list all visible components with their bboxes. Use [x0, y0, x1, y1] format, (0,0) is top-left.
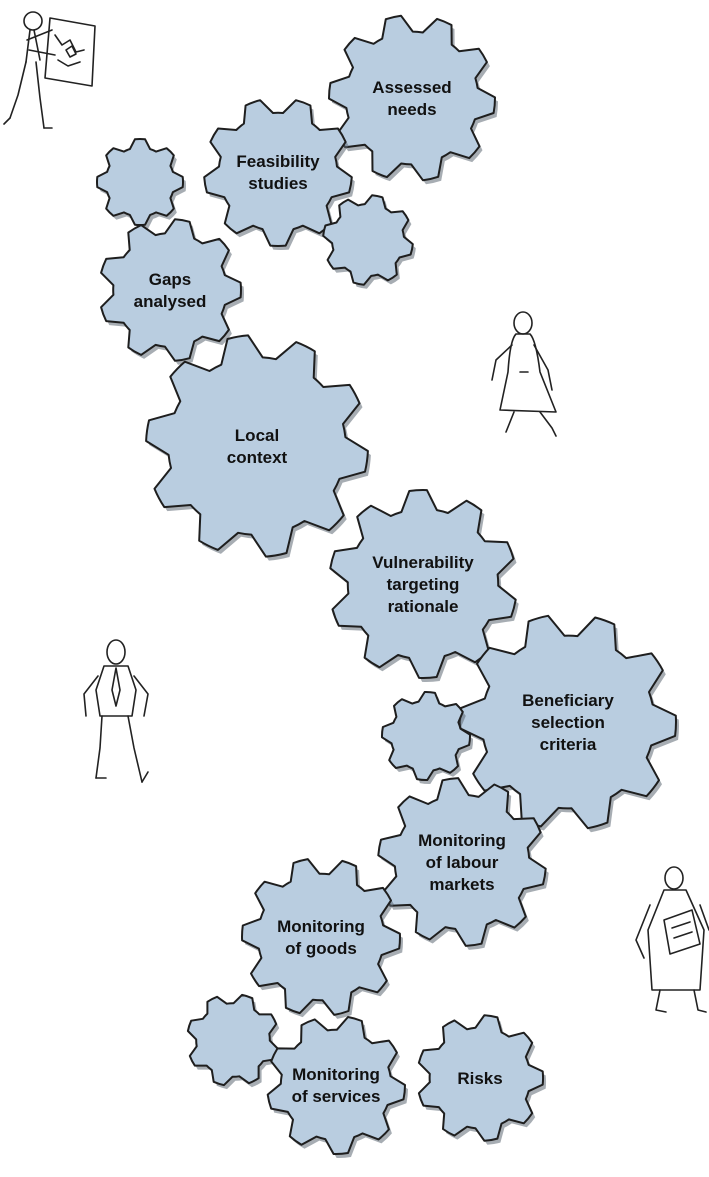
- gear-label-line: needs: [387, 100, 436, 119]
- gear-label-line: Monitoring: [418, 831, 506, 850]
- gear-shape: [377, 777, 547, 947]
- gear-label-line: of labour: [426, 853, 499, 872]
- gear-beneficiary-selection-criteria: Beneficiary selection criteria: [459, 614, 679, 833]
- gear-assessed-needs: Assessed needs: [327, 14, 499, 185]
- gear-label-line: Feasibility: [236, 152, 320, 171]
- gear-label-line: Risks: [457, 1069, 502, 1088]
- gear-blank-top-left: [95, 137, 187, 230]
- gear-label-line: selection: [531, 713, 605, 732]
- gear-blank-middle: [380, 690, 474, 785]
- gear-shape: [380, 690, 472, 782]
- gear-shape: [203, 99, 353, 248]
- gear-blank-bottom-left: [186, 993, 282, 1090]
- man-with-tie-figure: [83, 639, 149, 783]
- gear-monitoring-of-services: Monitoring of services: [266, 1016, 408, 1159]
- gear-shape: [95, 137, 185, 227]
- gear-risks: Risks: [417, 1014, 547, 1145]
- gear-shape: [417, 1014, 545, 1142]
- gear-label-line: rationale: [388, 597, 459, 616]
- gear-local-context: Local context: [145, 334, 371, 561]
- gear-label-line: studies: [248, 174, 308, 193]
- gear-label-line: Monitoring: [292, 1065, 380, 1084]
- gear-label-line: Assessed: [372, 78, 451, 97]
- gear-shape: [322, 194, 414, 286]
- gear-label-line: Local: [235, 426, 279, 445]
- gear-label-line: criteria: [540, 735, 597, 754]
- gear-shape: [145, 334, 369, 558]
- gear-label-line: Vulnerability: [372, 553, 474, 572]
- gear-blank-top-right: [322, 194, 416, 289]
- gear-monitoring-of-goods: Monitoring of goods: [241, 858, 403, 1019]
- gear-vulnerability-targeting-rationale: Vulnerability targeting rationale: [329, 489, 519, 682]
- gear-label-line: context: [227, 448, 288, 467]
- gear-label-line: Monitoring: [277, 917, 365, 936]
- gear-feasibility-studies: Feasibility studies: [203, 99, 355, 251]
- person-reading-map-figure: [3, 11, 96, 129]
- gear-shape: [266, 1016, 406, 1156]
- gear-label-line: markets: [429, 875, 494, 894]
- woman-walking-figure: [491, 311, 557, 437]
- person-holding-papers-figure: [635, 866, 709, 1013]
- gear-shape: [186, 993, 280, 1087]
- gear-label-line: of goods: [285, 939, 357, 958]
- gear-shape: [241, 858, 401, 1016]
- gear-label-line: analysed: [134, 292, 207, 311]
- gear-shape: [329, 489, 517, 679]
- gear-label-line: Gaps: [149, 270, 192, 289]
- gear-gaps-analysed: Gaps analysed: [100, 218, 244, 365]
- gear-label-line: targeting: [387, 575, 460, 594]
- gear-shape: [459, 614, 677, 830]
- gear-monitoring-of-labour-markets: Monitoring of labour markets: [377, 777, 549, 950]
- gear-shape: [327, 14, 497, 182]
- gear-label-line: of services: [292, 1087, 381, 1106]
- gear-shape: [100, 218, 242, 362]
- gear-label-line: Beneficiary: [522, 691, 614, 710]
